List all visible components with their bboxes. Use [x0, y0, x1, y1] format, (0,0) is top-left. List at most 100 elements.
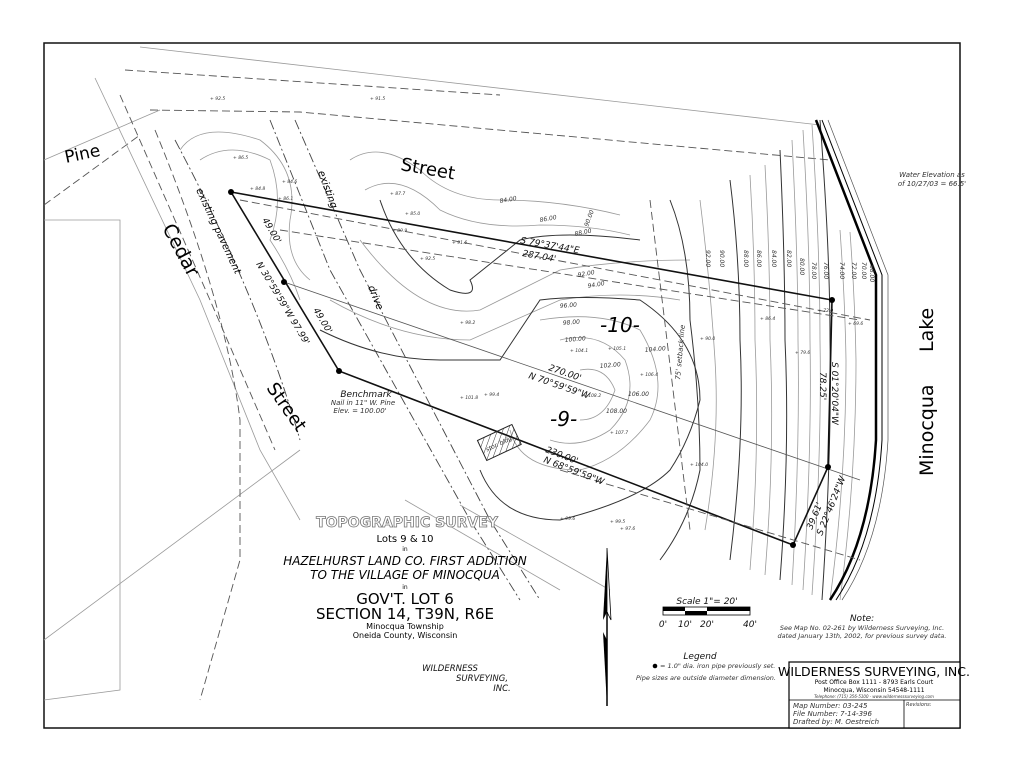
firm-contact: Telephone: (715) 356-5100 · www.wilderne…: [814, 694, 934, 699]
revisions-label: Revisions:: [906, 702, 932, 708]
contour-label: 86.00: [755, 250, 762, 267]
benchmark-line-2: Elev. = 100.00': [333, 407, 386, 415]
contour-labels: 84.0086.0088.0090.0092.0094.0096.0098.00…: [499, 195, 875, 415]
firm-sig-3: INC.: [493, 684, 511, 694]
lot-10-label: -10-: [600, 313, 640, 337]
addition-line-2: TO THE VILLAGE OF MINOCQUA: [310, 568, 500, 582]
survey-heading: TOPOGRAPHIC SURVEY: [316, 515, 499, 531]
street-lines: [43, 46, 831, 701]
addition-line-1: HAZELHURST LAND CO. FIRST ADDITION: [283, 554, 527, 568]
township: Minocqua Township: [366, 622, 444, 631]
contour-label: 106.00: [628, 391, 649, 398]
spot-elevation: + 99.6: [560, 516, 575, 522]
iron-pipe-marker: [790, 542, 796, 548]
spot-elevation: + 89.9: [392, 228, 407, 234]
pine-label: Pine: [63, 141, 102, 168]
spot-elevation: + 92.5: [210, 96, 225, 102]
iron-pipe-marker: [228, 189, 234, 195]
spot-elevations: + 92.5+ 91.5+ 86.5+ 84.8+ 86.1+ 87.7+ 85…: [210, 96, 863, 532]
legend-note: Pipe sizes are outside diameter dimensio…: [636, 674, 776, 682]
water-elevation-1: Water Elevation as: [899, 171, 965, 179]
iron-pipe-marker: [825, 464, 831, 470]
storage-building: stor. bldg.: [476, 423, 522, 462]
contour-lines: [179, 119, 857, 601]
contour-label: 88.00: [742, 250, 749, 267]
spot-elevation: + 72.0: [818, 308, 833, 314]
contour-label: 104.00: [645, 345, 667, 354]
drafted-by: Drafted by: M. Oestreich: [793, 718, 879, 726]
water-elevation-2: of 10/27/03 = 66.5': [898, 180, 966, 188]
scale-tick-40: 40': [743, 620, 757, 630]
contour-label: 108.00: [606, 408, 627, 415]
spot-elevation: + 92.5: [420, 256, 435, 262]
spot-elevation: + 104.1: [570, 348, 588, 354]
benchmark-title: Benchmark: [340, 390, 392, 400]
govt-lot: GOV'T. LOT 6: [356, 590, 454, 608]
spot-elevation: + 105.1: [608, 346, 626, 352]
scale-tick-20: 20': [700, 620, 714, 630]
spot-elevation: + 104.0: [690, 462, 708, 468]
contour-label: 76.00: [822, 262, 829, 279]
spot-elevation: + 98.2: [460, 320, 475, 326]
spot-elevation: + 79.6: [795, 350, 810, 356]
contour-label: 86.00: [539, 214, 557, 224]
contour-label: 70.00: [860, 262, 867, 279]
iron-pipe-marker: [829, 297, 835, 303]
contour-label: 92.00: [704, 250, 711, 267]
contour-label: 90.00: [718, 250, 725, 267]
cedar-label: Cedar: [158, 220, 204, 280]
legend-item: = 1.0" dia. iron pipe previously set.: [660, 662, 775, 670]
contour-label: 78.00: [810, 262, 817, 279]
spot-elevation: + 84.8: [250, 186, 265, 192]
contour-label: 100.00: [565, 335, 587, 344]
note-line-2: dated January 13th, 2002, for previous s…: [778, 632, 947, 640]
scale-label: Scale 1"= 20': [676, 597, 737, 607]
spot-elevation: + 86.4: [760, 316, 775, 322]
contour-label: 72.00: [850, 262, 857, 279]
scale-tick-10: 10': [678, 620, 692, 630]
firm-title-block: [788, 661, 961, 729]
firm-name: WILDERNESS SURVEYING, INC.: [778, 664, 970, 679]
spot-elevation: + 99.4: [484, 392, 499, 398]
spot-elevation: + 99.5: [610, 519, 625, 525]
lake-name-2: Lake: [916, 308, 938, 352]
benchmark-line-1: Nail in 11" W. Pine: [331, 399, 395, 407]
street-left-label: Street: [262, 379, 311, 436]
spot-elevation: + 108.2: [583, 393, 601, 399]
contour-label: 96.00: [560, 302, 578, 310]
contour-label: 84.00: [770, 250, 777, 267]
spot-elevation: + 86.5: [233, 155, 248, 161]
iron-pipe-marker: [336, 368, 342, 374]
north-arrow: [603, 547, 612, 706]
note-title: Note:: [850, 614, 874, 624]
survey-lots: Lots 9 & 10: [376, 534, 433, 545]
file-number: File Number: 7-14-396: [793, 710, 872, 718]
iron-pipe-marker: [281, 279, 287, 285]
firm-address: Post Office Box 1111 - 8793 Earls Court: [815, 679, 934, 686]
contour-label: 92.00: [577, 269, 595, 279]
contour-label: 94.00: [587, 280, 605, 290]
firm-sig-2: SURVEYING,: [456, 674, 508, 684]
contour-label: 84.00: [499, 195, 517, 205]
map-number: Map Number: 03-245: [793, 702, 868, 710]
spot-elevation: + 86.1: [278, 196, 293, 202]
property-lines: [228, 189, 871, 561]
contour-label: 90.00: [583, 209, 596, 228]
spot-elevation: + 69.6: [848, 321, 863, 327]
survey-in-1: in: [402, 546, 408, 553]
spot-elevation: + 107.7: [610, 430, 628, 436]
contour-label: 102.00: [600, 361, 622, 370]
spot-elevation: + 97.6: [620, 526, 635, 532]
east-segment-1-bearing: S 01°20'04"W: [829, 362, 839, 426]
east-segment-1-distance: 78.25': [817, 372, 827, 400]
firm-sig-1: WILDERNESS: [422, 664, 478, 674]
section-label: SECTION 14, T39N, R6E: [316, 605, 494, 623]
contour-label: 74.00: [838, 262, 845, 279]
contour-label: 68.00: [868, 265, 875, 282]
spot-elevation: + 90.0: [700, 336, 715, 342]
existing-label: existing: [315, 169, 339, 210]
spot-elevation: + 106.4: [640, 372, 658, 378]
spot-elevation: + 101.8: [460, 395, 478, 401]
west-bearing: N 30°59'59"W 97.99': [253, 260, 311, 347]
spot-elevation: + 85.0: [405, 211, 420, 217]
